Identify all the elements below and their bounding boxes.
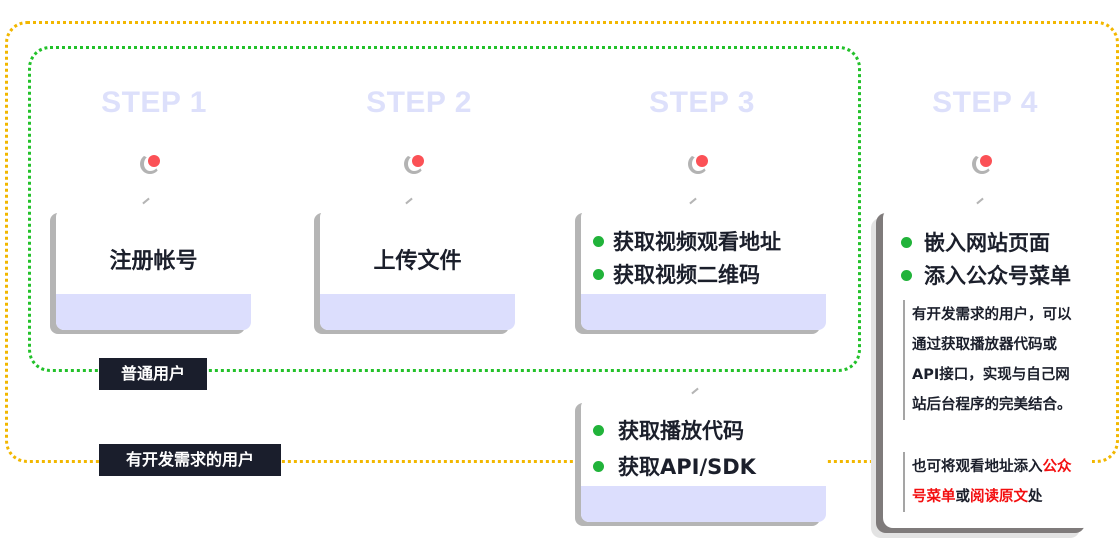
bullet-icon bbox=[593, 424, 604, 436]
step-2-label: STEP 2 bbox=[366, 86, 472, 119]
list-item: 添入公众号菜单 bbox=[901, 260, 1071, 293]
step-2-pin-icon bbox=[404, 152, 432, 180]
developer-note: 有开发需求的用户，可以通过获取播放器代码或API接口，实现与自己网站后台程序的完… bbox=[903, 300, 1072, 420]
bullet-icon bbox=[593, 460, 604, 472]
list-item: 获取视频二维码 bbox=[593, 259, 781, 292]
step-4-card: 嵌入网站页面 添入公众号菜单 有开发需求的用户，可以通过获取播放器代码或API接… bbox=[883, 208, 1092, 528]
list-item: 获取API/SDK bbox=[593, 449, 756, 485]
regular-users-group-border bbox=[28, 46, 861, 372]
step-3-pin-icon bbox=[688, 152, 716, 180]
step-2-card: 上传文件 bbox=[320, 209, 515, 330]
step-3-developer-bullet-list: 获取播放代码 获取API/SDK bbox=[593, 413, 756, 485]
step-4-pin-icon bbox=[972, 152, 1000, 180]
bullet-icon bbox=[593, 235, 604, 247]
list-item: 嵌入网站页面 bbox=[901, 227, 1071, 260]
step-2-card-title: 上传文件 bbox=[373, 249, 462, 274]
card-band bbox=[56, 294, 251, 330]
step-1-pin-icon bbox=[140, 152, 168, 180]
card-band bbox=[320, 294, 515, 330]
step-1-label: STEP 1 bbox=[101, 86, 207, 119]
step-3-bullet-list: 获取视频观看地址 获取视频二维码 bbox=[593, 226, 781, 292]
step-3-label: STEP 3 bbox=[649, 86, 755, 119]
highlight-text: 阅读原文 bbox=[970, 489, 1028, 505]
step-3-developer-card: 获取播放代码 获取API/SDK bbox=[581, 399, 826, 522]
list-item: 获取播放代码 bbox=[593, 413, 756, 449]
developer-users-tag: 有开发需求的用户 bbox=[99, 444, 281, 476]
step-4-label: STEP 4 bbox=[932, 86, 1038, 119]
step-1-card-title: 注册帐号 bbox=[109, 249, 198, 274]
highlight-text: 公众号菜单 bbox=[912, 459, 1072, 505]
wechat-note: 也可将观看地址添入公众号菜单或阅读原文处 bbox=[903, 452, 1072, 512]
step-4-bullet-list: 嵌入网站页面 添入公众号菜单 bbox=[901, 227, 1071, 293]
bullet-icon bbox=[901, 269, 912, 281]
card-band bbox=[581, 486, 826, 522]
bullet-icon bbox=[901, 236, 912, 248]
step-3-card: 获取视频观看地址 获取视频二维码 bbox=[581, 209, 826, 330]
developer-users-group-border bbox=[5, 21, 1119, 463]
step-1-card: 注册帐号 bbox=[56, 209, 251, 330]
card-band bbox=[581, 294, 826, 330]
regular-users-tag: 普通用户 bbox=[99, 358, 207, 390]
bullet-icon bbox=[593, 268, 604, 280]
list-item: 获取视频观看地址 bbox=[593, 226, 781, 259]
